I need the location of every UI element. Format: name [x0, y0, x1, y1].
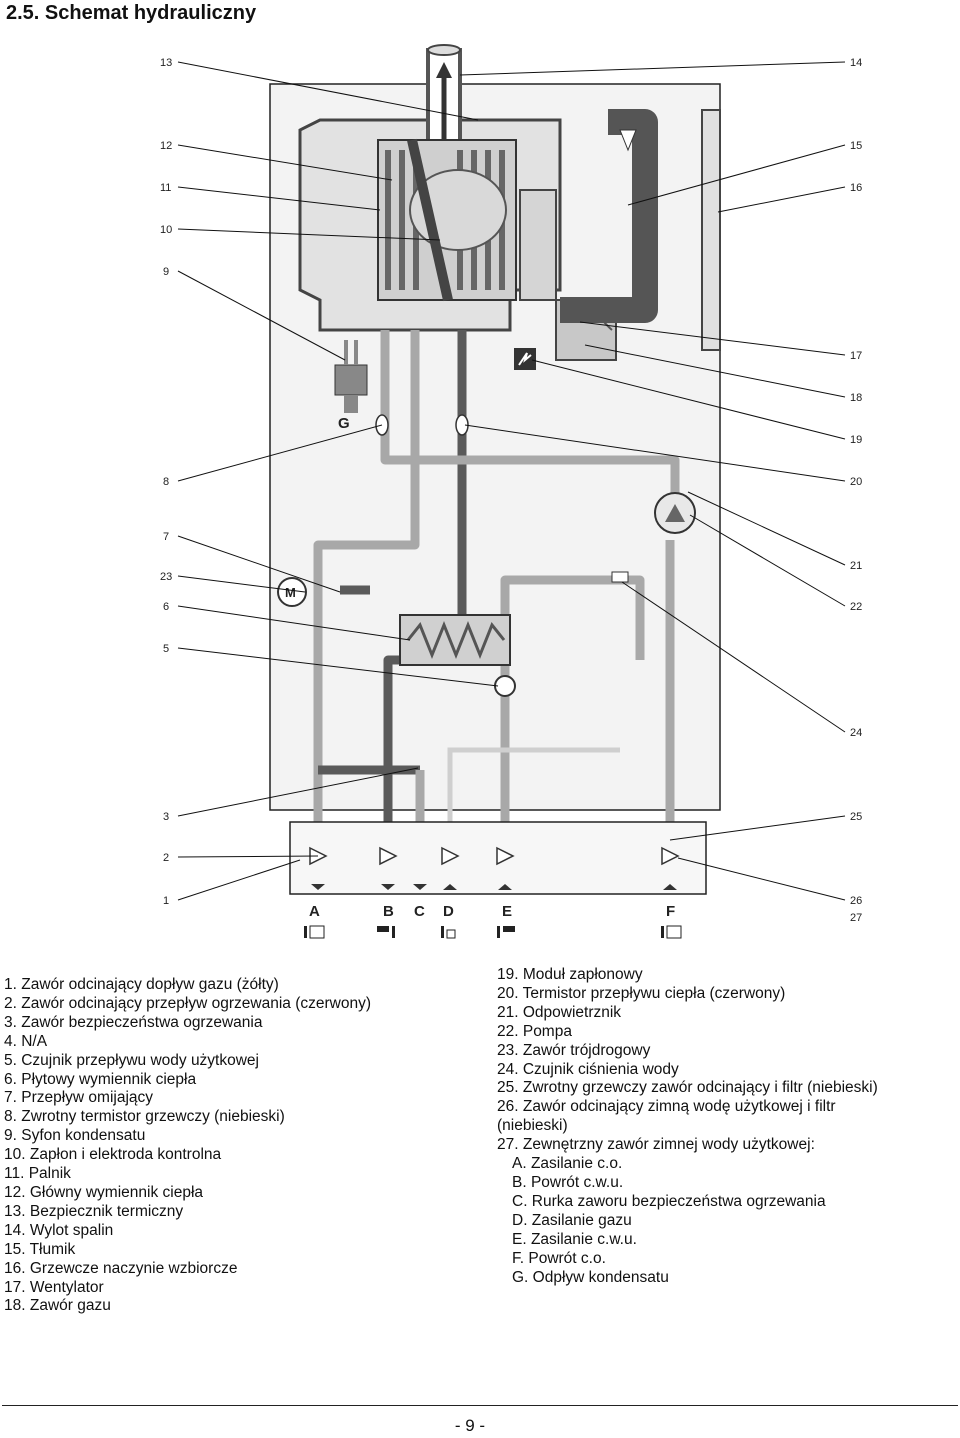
legend-subitem: F. Powrót c.o.: [512, 1249, 606, 1267]
callout-number: 11: [160, 182, 171, 194]
callout-number: 9: [163, 266, 169, 278]
connection-label: B: [383, 903, 394, 920]
legend-item: 15. Tłumik: [4, 1240, 76, 1258]
callout-number: 13: [160, 57, 172, 69]
callout-number: 25: [850, 811, 862, 823]
legend-item: 11. Palnik: [4, 1165, 71, 1183]
legend-left: 1. Zawór odcinający dopływ gazu (żółty) …: [4, 976, 371, 1316]
plate-heat-exchanger: [399, 614, 511, 666]
connection-arrows: [311, 884, 677, 890]
callout-number: 6: [163, 601, 169, 613]
connection-label: A: [309, 903, 320, 920]
connection-label: C: [414, 903, 425, 920]
callout-number: 18: [850, 392, 862, 404]
legend-item: 17. Wentylator: [4, 1278, 104, 1296]
callout-number: 14: [850, 57, 862, 69]
legend-subitem: D. Zasilanie gazu: [512, 1211, 632, 1229]
legend-item: 20. Termistor przepływu ciepła (czerwony…: [497, 984, 786, 1002]
legend-item: 22. Pompa: [497, 1022, 572, 1040]
section-title: 2.5. Schemat hydrauliczny: [6, 2, 257, 24]
heating-return-pipe: [380, 330, 680, 520]
legend-item: 13. Bezpiecznik termiczny: [4, 1202, 184, 1220]
legend-item: 5. Czujnik przepływu wody użytkowej: [4, 1051, 259, 1069]
callout-number: 21: [850, 560, 862, 572]
callout-number: 2: [163, 852, 169, 864]
legend-item: 19. Moduł zapłonowy: [497, 966, 643, 983]
condensate-siphon: [334, 340, 368, 413]
legend-item: 1. Zawór odcinający dopływ gazu (żółty): [4, 976, 279, 993]
legend-item: 24. Czujnik ciśnienia wody: [497, 1060, 679, 1078]
footer-divider: [2, 1405, 958, 1406]
callout-number: 26: [850, 895, 862, 907]
legend-item: 2. Zawór odcinający przepływ ogrzewania …: [4, 994, 371, 1012]
legend-subitem: C. Rurka zaworu bezpieczeństwa ogrzewani…: [512, 1192, 826, 1210]
legend-item: 10. Zapłon i elektroda kontrolna: [4, 1146, 222, 1164]
callout-number: 19: [850, 434, 862, 446]
legend-item: 27. Zewnętrzny zawór zimnej wody użytkow…: [497, 1136, 815, 1154]
silencer: [560, 109, 658, 323]
page-number: - 9 -: [454, 1416, 486, 1435]
legend-item: 9. Syfon kondensatu: [4, 1127, 146, 1145]
callout-number: 5: [163, 643, 169, 655]
main-heat-exchanger: [377, 138, 517, 302]
legend-subitem: E. Zasilanie c.w.u.: [512, 1230, 637, 1248]
hydraulic-diagram: G M A B C D E F: [160, 44, 862, 939]
legend-item: 26. Zawór odcinający zimną wodę użytkowe…: [497, 1098, 836, 1116]
callout-number: 17: [850, 350, 862, 362]
callout-number: 22: [850, 601, 862, 613]
legend-item: 18. Zawór gazu: [4, 1297, 111, 1315]
callout-number: 10: [160, 224, 172, 236]
legend-item: 12. Główny wymiennik ciepła: [4, 1183, 204, 1201]
legend-item: 23. Zawór trójdrogowy: [497, 1041, 651, 1059]
legend-right: 19. Moduł zapłonowy 20. Termistor przepł…: [497, 966, 878, 1287]
legend-item: 6. Płytowy wymiennik ciepła: [4, 1070, 197, 1088]
callout-number: 24: [850, 727, 862, 739]
callout-number: 15: [850, 140, 862, 152]
legend-subitem: B. Powrót c.w.u.: [512, 1173, 624, 1191]
callout-number: 8: [163, 476, 169, 488]
leader-lines: [177, 61, 846, 901]
legend-subitem: A. Zasilanie c.o.: [512, 1155, 623, 1173]
callout-number: 7: [163, 531, 169, 543]
heating-flow-pipe: [313, 330, 420, 880]
connection-label: F: [666, 903, 675, 920]
callout-number: 23: [160, 571, 172, 583]
legend-item: 16. Grzewcze naczynie wzbiorcze: [4, 1259, 238, 1277]
gas-outlet-label: G: [338, 415, 350, 432]
callout-number: 1: [163, 895, 169, 907]
callout-number: 3: [163, 811, 169, 823]
expansion-vessel: [701, 109, 721, 351]
legend-item: 25. Zwrotny grzewczy zawór odcinający i …: [497, 1079, 878, 1097]
callout-number: 12: [160, 140, 172, 152]
legend-item: 21. Odpowietrznik: [497, 1003, 622, 1021]
legend-item: 3. Zawór bezpieczeństwa ogrzewania: [4, 1013, 263, 1031]
ignition-module: [519, 189, 557, 301]
connection-label: D: [443, 903, 454, 920]
legend-item: 8. Zwrotny termistor grzewczy (niebieski…: [4, 1108, 285, 1126]
connection-label: E: [502, 903, 512, 920]
callout-number: 27: [850, 912, 862, 924]
connection-icons: [304, 925, 682, 939]
legend-subitem: G. Odpływ kondensatu: [512, 1268, 669, 1286]
svg-text:M: M: [285, 585, 296, 600]
callout-number: 20: [850, 476, 862, 488]
pressure-sensor: [611, 571, 629, 583]
legend-item: 7. Przepływ omijający: [4, 1089, 154, 1107]
legend-item: 4. N/A: [4, 1032, 48, 1050]
legend-item: (niebieski): [497, 1117, 568, 1135]
callout-number: 16: [850, 182, 862, 194]
legend-item: 14. Wylot spalin: [4, 1221, 114, 1239]
diverter-valve-motor: [277, 577, 307, 607]
